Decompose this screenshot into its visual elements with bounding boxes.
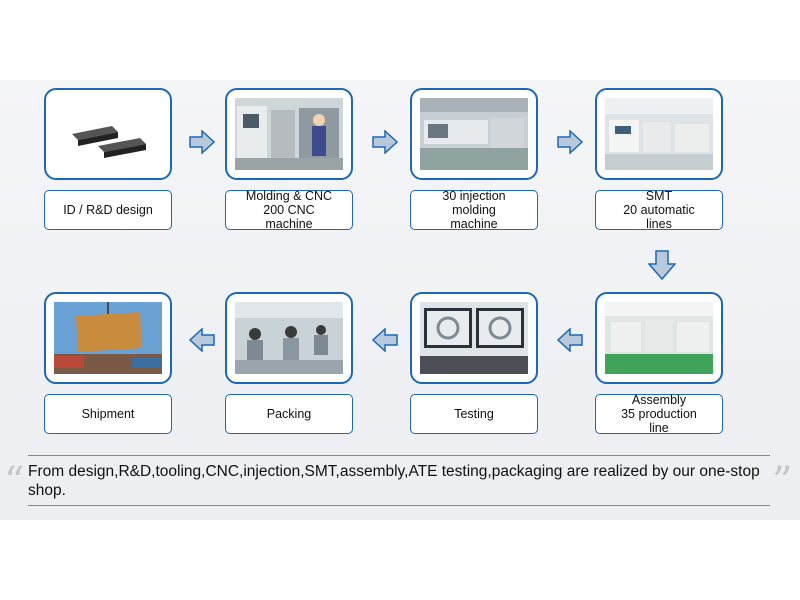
step-photo-molding-cnc <box>225 88 353 180</box>
close-quote-icon: ” <box>772 459 793 505</box>
testing-station-image <box>420 302 528 374</box>
step-photo-assembly <box>595 292 723 384</box>
step-photo-smt <box>595 88 723 180</box>
arrow-right-icon <box>372 130 398 154</box>
arrow-left-icon <box>372 328 398 352</box>
injection-molding-image <box>420 98 528 170</box>
step-label-packing: Packing <box>225 394 353 434</box>
step-photo-rd-design <box>44 88 172 180</box>
cnc-workshop-image <box>235 98 343 170</box>
shipment-container-image <box>54 302 162 374</box>
arrow-right-icon <box>189 130 215 154</box>
caption-text: From design,R&D,tooling,CNC,injection,SM… <box>28 463 760 499</box>
packing-workshop-image <box>235 302 343 374</box>
arrow-down-icon <box>648 250 676 280</box>
step-label-molding-cnc: Molding & CNC 200 CNC machine <box>225 189 353 231</box>
product-image <box>54 98 162 170</box>
step-label-assembly: Assembly 35 production line <box>595 393 723 435</box>
caption-top-rule <box>28 455 770 456</box>
caption-bottom-rule <box>28 505 770 506</box>
open-quote-icon: “ <box>4 459 25 505</box>
step-photo-shipment <box>44 292 172 384</box>
step-label-smt: SMT 20 automatic lines <box>595 189 723 231</box>
step-label-testing: Testing <box>410 394 538 434</box>
step-photo-testing <box>410 292 538 384</box>
step-photo-injection <box>410 88 538 180</box>
step-label-rd-design: ID / R&D design <box>44 190 172 230</box>
arrow-right-icon <box>557 130 583 154</box>
smt-line-image <box>605 98 713 170</box>
step-label-shipment: Shipment <box>44 394 172 434</box>
arrow-left-icon <box>557 328 583 352</box>
arrow-left-icon <box>189 328 215 352</box>
step-label-injection: 30 injection molding machine <box>410 189 538 231</box>
step-photo-packing <box>225 292 353 384</box>
assembly-line-image <box>605 302 713 374</box>
